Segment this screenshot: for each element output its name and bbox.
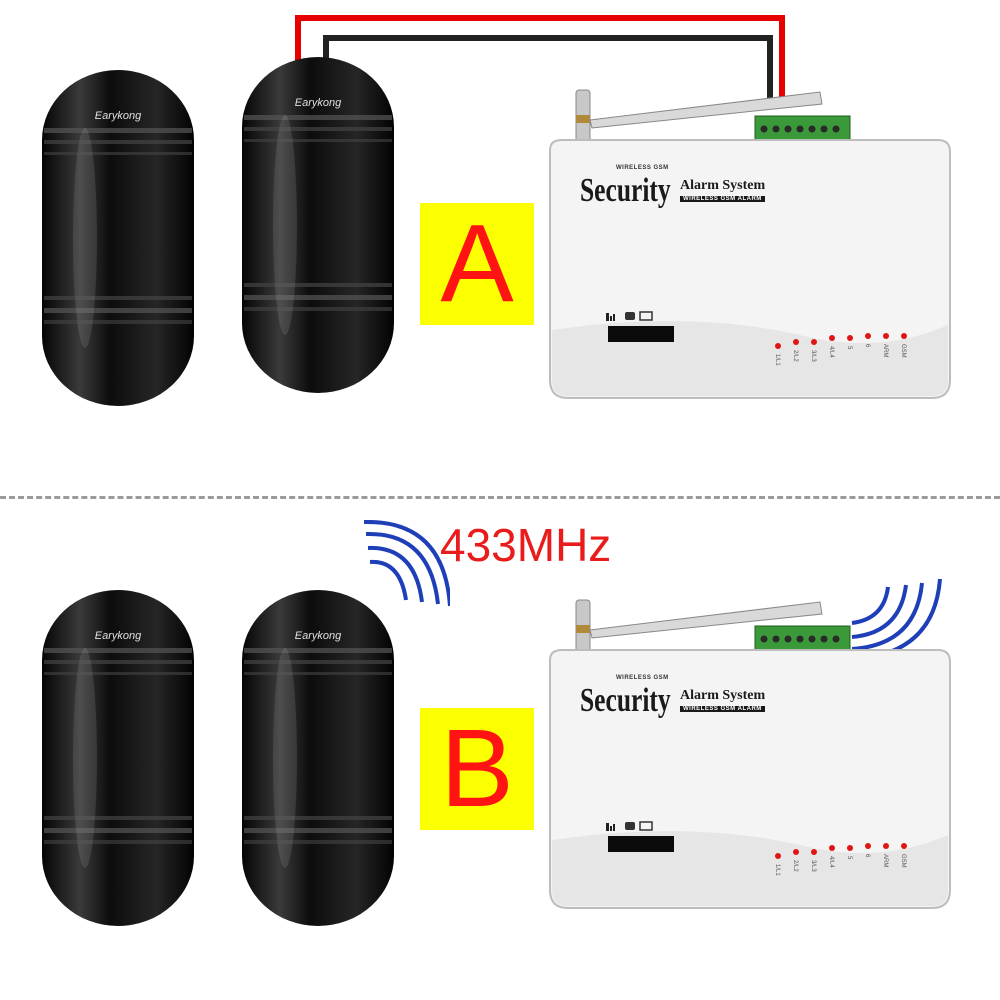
panel-title: Security xyxy=(580,682,671,719)
led-label-2: 2/L2 xyxy=(792,860,798,872)
beam-sensor-right: Earykong xyxy=(240,55,396,395)
led-label-arm: ARM xyxy=(882,344,888,358)
wireless-signal-icon xyxy=(363,520,450,607)
led-label-6: 6 xyxy=(864,344,870,348)
panel-bottom-text: WIRELESS GSM ALARM xyxy=(680,706,765,712)
led-label-arm: ARM xyxy=(882,854,888,868)
led-label-6: 6 xyxy=(864,854,870,858)
sensor-brand-text: Earykong xyxy=(294,630,342,642)
alarm-panel-a: WIRELESS GSM Security Alarm System WIREL… xyxy=(540,80,960,410)
panel-subtitle: Alarm System xyxy=(680,688,766,703)
led-label-gsm: GSM xyxy=(900,854,906,868)
led-label-3: 3/L3 xyxy=(810,350,816,362)
sensor-brand-text: Earykong xyxy=(94,110,142,122)
led-label-4: 4/L4 xyxy=(828,856,834,868)
led-label-gsm: GSM xyxy=(900,344,906,358)
option-letter: A xyxy=(440,202,514,325)
led-label-5: 5 xyxy=(846,346,852,350)
section-a-wired: Earykong Earykong A xyxy=(0,0,1000,495)
frequency-label: 433MHz xyxy=(440,519,612,571)
led-label-1: 1/L1 xyxy=(774,354,780,366)
beam-sensor-right: Earykong xyxy=(240,588,396,928)
option-label-b: B xyxy=(420,708,534,830)
led-label-4: 4/L4 xyxy=(828,346,834,358)
beam-sensor-left: Earykong xyxy=(40,68,196,408)
sensor-brand-text: Earykong xyxy=(294,97,342,109)
beam-sensor-left: Earykong xyxy=(40,588,196,928)
led-label-5: 5 xyxy=(846,856,852,860)
panel-top-text: WIRELESS GSM xyxy=(616,165,669,171)
sensor-brand-text: Earykong xyxy=(94,630,142,642)
panel-top-text: WIRELESS GSM xyxy=(616,675,669,681)
led-label-2: 2/L2 xyxy=(792,350,798,362)
led-label-3: 3/L3 xyxy=(810,860,816,872)
panel-title: Security xyxy=(580,172,671,209)
wire-connection xyxy=(295,15,785,100)
led-label-1: 1/L1 xyxy=(774,864,780,876)
option-label-a: A xyxy=(420,203,534,325)
panel-bottom-text: WIRELESS GSM ALARM xyxy=(680,196,765,202)
alarm-panel-b: WIRELESS GSM Security Alarm System WIREL… xyxy=(540,590,960,920)
section-divider xyxy=(0,496,1000,499)
panel-subtitle: Alarm System xyxy=(680,178,766,193)
option-letter: B xyxy=(440,707,514,830)
